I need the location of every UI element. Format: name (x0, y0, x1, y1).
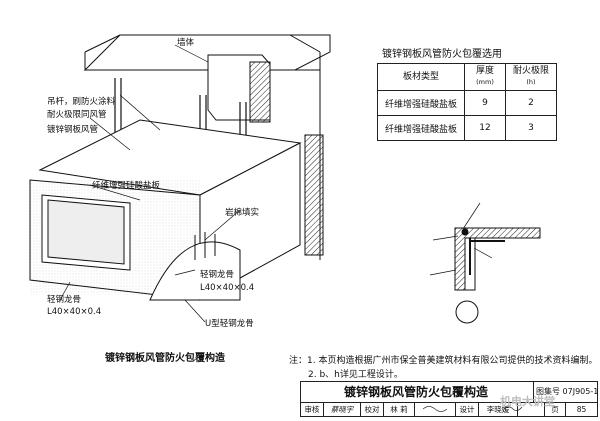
drawing-labels: 墙体 吊杆，刷防火涂料 耐火极限同风管 镀锌钢板风管 纤维增强硅酸盐板 岩棉填实… (47, 37, 259, 364)
spec-table-title: 镀锌钢板风管防火包覆选用 (382, 49, 502, 60)
label-hanger: 吊杆，刷防火涂料 (47, 96, 116, 107)
design-name: 李晓媛 (479, 403, 518, 416)
spec-table: 板材类型 厚度(mm) 耐火极限(h) 纤维增强硅酸盐板 9 2 纤维增强硅酸盐… (377, 63, 557, 141)
table-row: 纤维增强硅酸盐板 12 3 (377, 115, 557, 141)
title-block-signatures: 审核 蔡晓宇 校对 林 莉 设计 李晓媛 页 85 (300, 402, 598, 417)
check-signature (415, 403, 456, 416)
label-rock-wool: 岩棉填实 (225, 207, 259, 218)
cell-thickness: 9 (464, 90, 506, 116)
label-duct: 镀锌钢板风管 (47, 124, 98, 135)
label-light-keel-right: 轻钢龙骨 (200, 269, 234, 280)
page-number: 85 (576, 405, 587, 414)
note-line-2: 2. b、h详见工程设计。 (308, 370, 403, 380)
cell-type: 纤维增强硅酸盐板 (377, 115, 465, 141)
cell-fire: 2 (505, 90, 557, 116)
title-block-title: 镀锌钢板风管防火包覆构造 (343, 385, 488, 399)
label-light-keel-left: 轻钢龙骨 (47, 294, 81, 305)
review-name: 蔡晓宇 (324, 403, 361, 416)
review-label: 审核 (301, 403, 324, 416)
duct-assembly (29, 119, 302, 301)
notes: 注：1. 本页构造根据广州市保全普美建筑材料有限公司提供的技术资料编制。 2. … (289, 354, 597, 382)
title-block: 镀锌钢板风管防火包覆构造 图集号 07J905-1 审核 蔡晓宇 校对 林 莉 … (300, 381, 598, 418)
header-type: 板材类型 (377, 63, 465, 91)
header-fire: 耐火极限(h) (505, 63, 557, 91)
design-signature (518, 403, 545, 416)
label-fiber-board: 纤维增强硅酸盐板 (92, 180, 161, 191)
cell-thickness: 12 (464, 115, 506, 141)
table-row: 纤维增强硅酸盐板 9 2 (377, 90, 557, 116)
label-wall: 墙体 (177, 37, 195, 48)
check-name: 林 莉 (384, 403, 415, 416)
signature-strokes (422, 406, 523, 412)
header-thickness: 厚度(mm) (464, 63, 506, 91)
wall-slab (83, 34, 331, 260)
title-block-atlas: 图集号 07J905-1 (533, 382, 599, 402)
label-u-keel: U型轻钢龙骨 (205, 318, 254, 329)
leader-lines (59, 44, 241, 323)
cell-type: 纤维增强硅酸盐板 (377, 90, 465, 116)
label-light-keel-left-size: L40×40×0.4 (47, 307, 101, 317)
design-label: 设计 (456, 403, 479, 416)
label-hanger-fire-limit: 耐火极限同风管 (47, 109, 107, 120)
detail-a (429, 202, 541, 324)
cell-fire: 3 (505, 115, 557, 141)
watermark: 机电大讲堂 (500, 395, 555, 408)
label-light-keel-right-size: L40×40×0.4 (200, 283, 254, 293)
note-line-1: 注：1. 本页构造根据广州市保全普美建筑材料有限公司提供的技术资料编制。 (289, 356, 598, 366)
page-label: 页 (545, 403, 566, 416)
spec-header-row: 板材类型 厚度(mm) 耐火极限(h) (377, 63, 557, 91)
drawing-caption: 镀锌钢板风管防火包覆构造 (105, 351, 226, 364)
check-label: 校对 (361, 403, 384, 416)
